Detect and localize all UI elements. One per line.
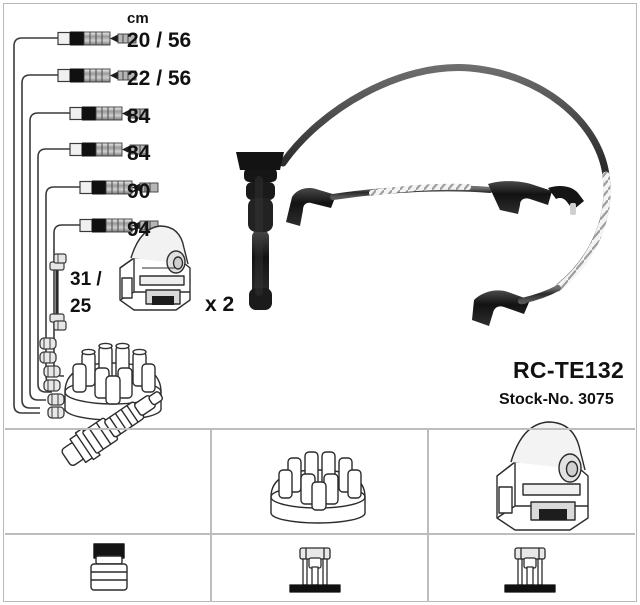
measurement-row-4: 84	[127, 142, 151, 165]
measurement-row-1: 20 / 56	[127, 29, 192, 52]
outer-frame	[3, 3, 637, 602]
stock-number: Stock-No. 3075	[499, 391, 614, 408]
measurement-row-2: 22 / 56	[127, 67, 192, 90]
legend-divider-right	[427, 429, 429, 602]
measurement-row-3: 84	[127, 105, 151, 128]
product-code: RC-TE132	[513, 357, 625, 383]
legend-divider-left	[210, 429, 212, 602]
legend-mid-divider	[5, 533, 635, 535]
measurement-row-5: 90	[127, 180, 151, 203]
unit-header: cm	[127, 10, 149, 27]
legend-top-divider	[5, 428, 635, 430]
measurement-row-6: 94	[127, 218, 151, 241]
short-lead-value-line1: 31 /	[70, 269, 102, 290]
coil-quantity-label: x 2	[205, 293, 235, 316]
short-lead-value-line2: 25	[70, 296, 92, 317]
